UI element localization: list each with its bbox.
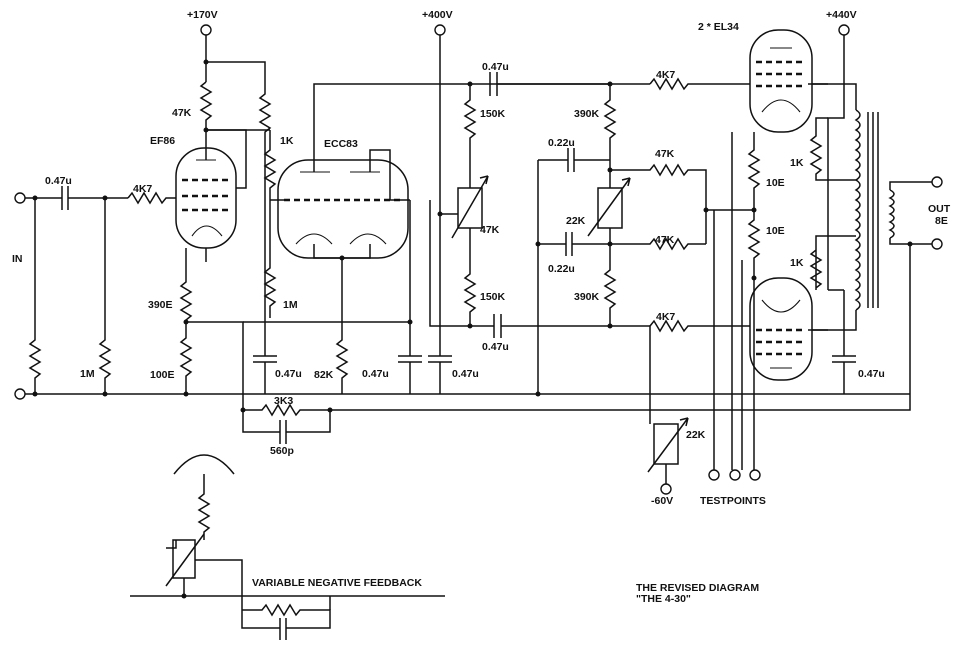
- input-stage: IN 0.47u 4K7 1M EF86 +170V: [12, 9, 910, 413]
- variable-feedback-inset: VARIABLE NEGATIVE FEEDBACK: [130, 454, 445, 640]
- label-r-47k-a: 47K: [655, 148, 675, 160]
- label-c-047-b: 0.47u: [362, 368, 389, 380]
- ef86-tube: [175, 147, 237, 249]
- label-c-560p: 560p: [270, 445, 294, 457]
- label-r-4k7-bot: 4K7: [656, 311, 675, 323]
- label-r-1k-top: 1K: [790, 157, 804, 169]
- label-testpoints: TESTPOINTS: [700, 495, 766, 507]
- el34-upper-tube: [749, 29, 813, 133]
- label-c-bot: 0.47u: [482, 341, 509, 353]
- label-r-150k-bot: 150K: [480, 291, 506, 303]
- ecc83-tube: [277, 159, 409, 259]
- label-v400: +400V: [422, 9, 453, 21]
- input-terminal-top: [14, 192, 26, 204]
- label-v440: +440V: [826, 9, 857, 21]
- label-r-1m-in: 1M: [80, 368, 95, 380]
- label-r-3k3: 3K3: [274, 395, 293, 407]
- label-c-047-out: 0.47u: [858, 368, 885, 380]
- label-r-10e-top: 10E: [766, 177, 785, 189]
- caption-line-2: "THE 4-30": [636, 593, 691, 605]
- label-c-047-a: 0.47u: [275, 368, 302, 380]
- label-r-390e: 390E: [148, 299, 173, 311]
- label-r-47k-b: 47K: [655, 234, 675, 246]
- label-ecc83: ECC83: [324, 138, 358, 150]
- label-r-100e: 100E: [150, 369, 175, 381]
- label-r-390k-bot: 390K: [574, 291, 600, 303]
- label-ef86: EF86: [150, 135, 175, 147]
- label-r-grid: 4K7: [133, 183, 152, 195]
- label-r-390k-top: 390K: [574, 108, 600, 120]
- label-c-022-top: 0.22u: [548, 137, 575, 149]
- label-c-top: 0.47u: [482, 61, 509, 73]
- label-r-1k: 1K: [280, 135, 294, 147]
- label-tubes-out: 2 * EL34: [698, 21, 739, 33]
- label-r-47k-plate: 47K: [172, 107, 192, 119]
- label-r-82k: 82K: [314, 369, 334, 381]
- label-out: OUT: [928, 203, 951, 215]
- output-stage: 2 * EL34 10E 10E TESTPOINTS +440V: [647, 9, 951, 507]
- label-c-047-c: 0.47u: [452, 368, 479, 380]
- label-r-150k-top: 150K: [480, 108, 506, 120]
- label-pot-22k: 22K: [566, 215, 586, 227]
- label-var-feedback: VARIABLE NEGATIVE FEEDBACK: [252, 577, 422, 589]
- coupling-network: 150K 47K 150K 0.47u 0.47u 390K 22K 390K …: [429, 61, 754, 397]
- label-c-in: 0.47u: [45, 175, 72, 187]
- label-r-1m: 1M: [283, 299, 298, 311]
- label-r-10e-bot: 10E: [766, 225, 785, 237]
- label-v170: +170V: [187, 9, 218, 21]
- diagram-caption: THE REVISED DIAGRAM "THE 4-30": [636, 582, 759, 605]
- input-terminal-bottom: [14, 388, 26, 400]
- el34-lower-tube: [749, 277, 813, 381]
- label-out-imp: 8E: [935, 215, 948, 227]
- label-r-1k-bot: 1K: [790, 257, 804, 269]
- ecc83-stage: ECC83 82K 0.47u +400V 0.47u: [243, 9, 610, 394]
- label-pot-47k: 47K: [480, 224, 500, 236]
- label-pot-22k-bias: 22K: [686, 429, 706, 441]
- label-v-neg60: -60V: [651, 495, 673, 507]
- feedback-network: 3K3 560p: [242, 394, 911, 457]
- label-c-022-bot: 0.22u: [548, 263, 575, 275]
- caption-line-1: THE REVISED DIAGRAM: [636, 582, 759, 594]
- label-in: IN: [12, 253, 23, 265]
- label-r-4k7-top: 4K7: [656, 69, 675, 81]
